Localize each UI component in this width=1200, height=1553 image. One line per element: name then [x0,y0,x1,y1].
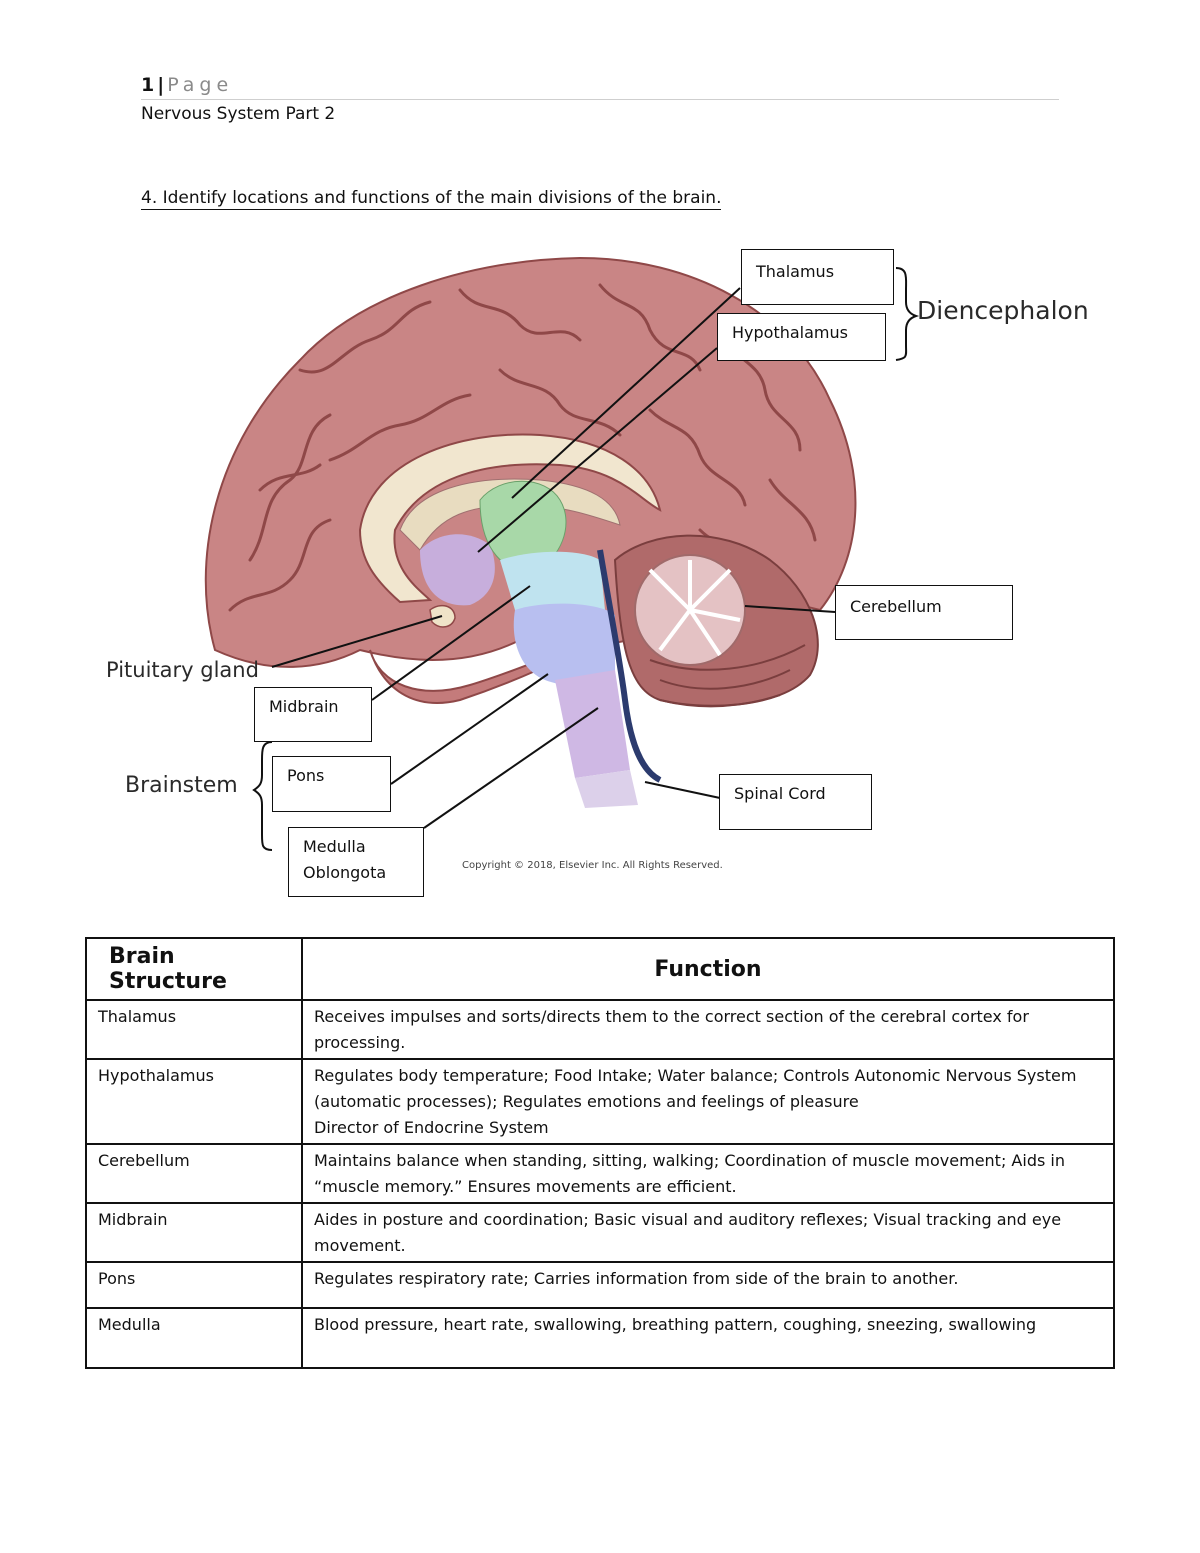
page-separator: | [157,74,165,96]
header-divider [141,99,1059,100]
medulla-region [555,670,630,778]
page-number: 1 [141,74,155,96]
medulla-label-line1: Medulla [303,837,366,856]
brain-illustration [204,256,920,851]
table-row: Hypothalamus Regulates body temperature;… [85,1058,1115,1145]
label-box-thalamus: Thalamus [741,249,894,305]
document-subtitle: Nervous System Part 2 [141,104,336,124]
table-header-row: Brain Structure Function [85,937,1115,1001]
table-row: Midbrain Aides in posture and coordinati… [85,1202,1115,1263]
label-box-cerebellum: Cerebellum [835,585,1013,640]
pituitary-region [429,604,456,628]
structure-cell: Hypothalamus [85,1058,303,1145]
page-word: Page [167,74,234,96]
structure-cell: Thalamus [85,999,303,1060]
leader-lines [271,287,836,829]
arbor-vitae [634,554,746,666]
structure-cell: Medulla [85,1307,303,1369]
label-box-hypothalamus: Hypothalamus [717,313,886,361]
gyri-lines [228,283,817,612]
function-cell: Receives impulses and sorts/directs them… [301,999,1115,1060]
column-header-structure: Brain Structure [85,937,303,1001]
corpus-callosum [358,433,662,604]
label-box-midbrain: Midbrain [254,687,372,742]
hypothalamus-region [420,534,495,606]
pituitary-label: Pituitary gland [106,658,259,682]
question-text: 4. Identify locations and functions of t… [141,188,722,210]
fourth-ventricle [597,549,662,783]
thalamus-region [479,480,567,572]
midbrain-region [500,551,605,614]
ventricle [399,478,621,551]
function-cell: Maintains balance when standing, sitting… [301,1143,1115,1204]
structure-cell: Pons [85,1261,303,1309]
brain-diagram: Thalamus Hypothalamus Diencephalon Cereb… [0,230,1200,910]
function-cell: Blood pressure, heart rate, swallowing, … [301,1307,1115,1369]
column-header-function: Function [301,937,1115,1001]
table-row: Cerebellum Maintains balance when standi… [85,1143,1115,1204]
table-row: Thalamus Receives impulses and sorts/dir… [85,999,1115,1060]
page-header: 1|Page [141,74,233,96]
cerebellum-folia [649,644,806,708]
spinal-cord-region [575,770,638,808]
label-box-spinal-cord: Spinal Cord [719,774,872,830]
brain-function-table: Brain Structure Function Thalamus Receiv… [85,937,1115,1369]
diencephalon-bracket [895,267,920,361]
label-box-medulla: Medulla Oblongota [288,827,424,897]
function-cell: Regulates respiratory rate; Carries info… [301,1261,1115,1309]
structure-cell: Cerebellum [85,1143,303,1204]
function-cell: Regulates body temperature; Food Intake;… [301,1058,1115,1145]
diencephalon-label: Diencephalon [917,296,1089,325]
copyright-notice: Copyright © 2018, Elsevier Inc. All Righ… [462,860,723,871]
brainstem-label: Brainstem [125,773,238,798]
table-row: Pons Regulates respiratory rate; Carries… [85,1261,1115,1309]
label-box-pons: Pons [272,756,391,812]
brainstem-bracket [252,741,273,851]
structure-cell: Midbrain [85,1202,303,1263]
pons-region [513,603,615,686]
medulla-label-line2: Oblongota [303,863,387,882]
function-cell: Aides in posture and coordination; Basic… [301,1202,1115,1263]
table-row: Medulla Blood pressure, heart rate, swal… [85,1307,1115,1369]
